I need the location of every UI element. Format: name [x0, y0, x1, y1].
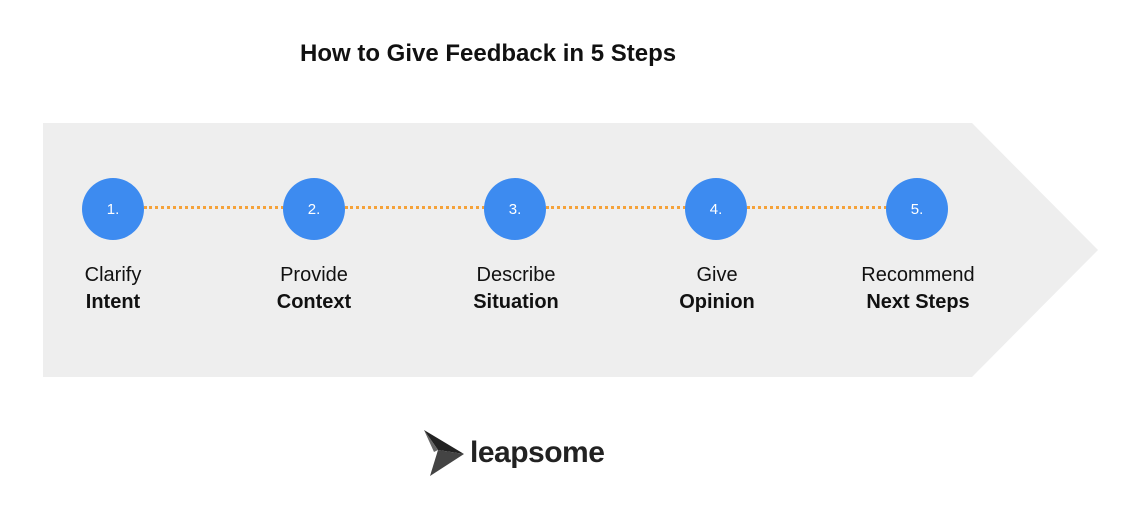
step-label-line2: Next Steps: [866, 291, 970, 313]
step-number: 1.: [106, 200, 120, 218]
step-connector-1-2: [144, 206, 284, 209]
step-circle-5: 5.: [886, 178, 948, 240]
step-label-line1: Give: [696, 264, 738, 286]
step-connector-4-5: [747, 206, 887, 209]
bird-arrow-icon: [424, 430, 464, 476]
step-number: 4.: [709, 200, 723, 218]
step-label-line1: Provide: [280, 264, 348, 286]
step-label-line2: Intent: [85, 291, 141, 313]
step-label-line1: Clarify: [84, 264, 142, 286]
step-circle-1: 1.: [82, 178, 144, 240]
leapsome-logo: leapsome: [424, 428, 605, 478]
step-circle-3: 3.: [484, 178, 546, 240]
step-number: 3.: [508, 200, 522, 218]
step-label-2: Provide Context: [224, 262, 404, 316]
step-label-line1: Recommend: [861, 264, 975, 286]
step-circle-4: 4.: [685, 178, 747, 240]
step-label-5: Recommend Next Steps: [828, 262, 1008, 316]
step-connector-2-3: [345, 206, 485, 209]
step-number: 5.: [910, 200, 924, 218]
step-label-line1: Describe: [476, 264, 556, 286]
step-circle-2: 2.: [283, 178, 345, 240]
step-number: 2.: [307, 200, 321, 218]
step-label-4: Give Opinion: [627, 262, 807, 316]
logo-text: leapsome: [470, 436, 605, 469]
page-title: How to Give Feedback in 5 Steps: [300, 40, 677, 67]
step-label-1: Clarify Intent: [23, 262, 203, 316]
step-label-line2: Context: [276, 291, 352, 313]
step-label-line2: Situation: [473, 291, 559, 313]
step-label-3: Describe Situation: [426, 262, 606, 316]
step-connector-3-4: [546, 206, 686, 209]
step-label-line2: Opinion: [679, 291, 755, 313]
